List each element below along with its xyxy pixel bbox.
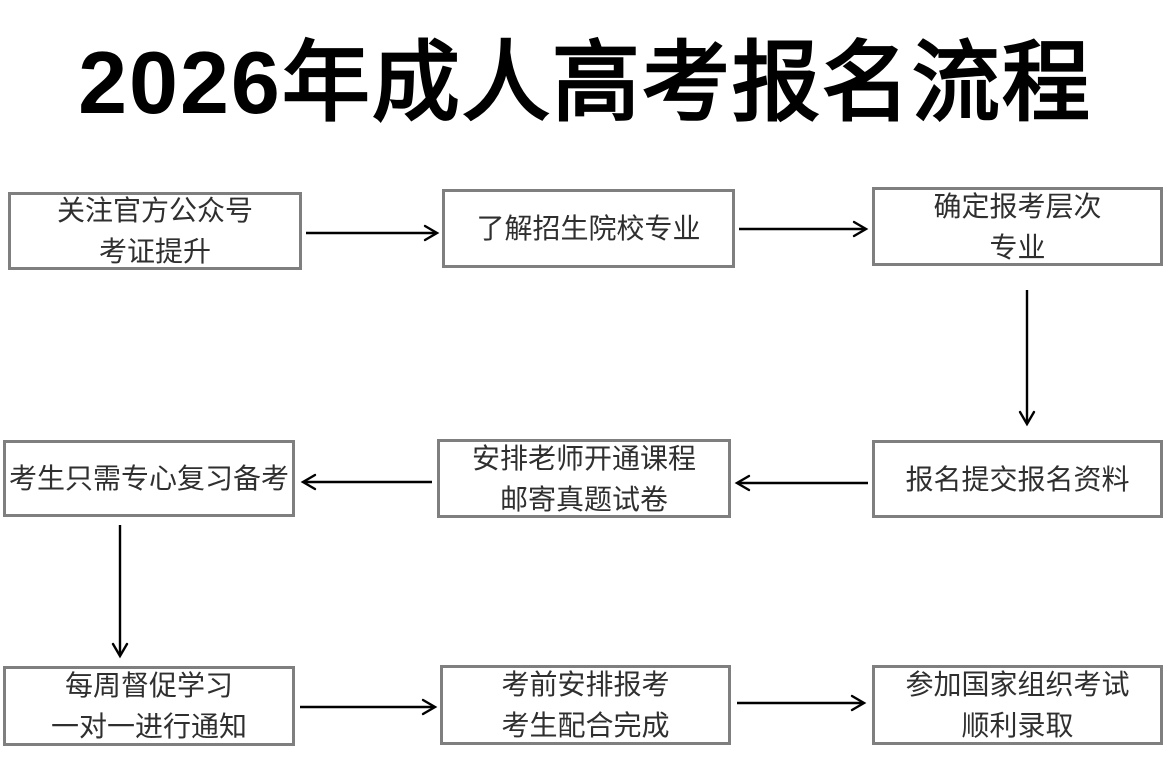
page-title: 2026年成人高考报名流程 [78, 33, 1092, 132]
flow-step-2-line1: 了解招生院校专业 [476, 213, 701, 244]
flow-step-7-line1: 每周督促学习 [64, 670, 233, 701]
flow-step-4-line1: 报名提交报名资料 [905, 463, 1130, 495]
flow-step-4: 报名提交报名资料 [872, 440, 1163, 518]
flow-step-1-line1: 关注官方公众号 [56, 195, 253, 226]
flow-step-8: 考前安排报考 考生配合完成 [440, 665, 731, 745]
flow-step-5-line2: 邮寄真题试卷 [499, 483, 668, 515]
flow-step-7-line2: 一对一进行通知 [50, 711, 247, 742]
flow-step-7: 每周督促学习 一对一进行通知 [3, 666, 295, 746]
flow-step-9-line1: 参加国家组织考试 [905, 669, 1130, 700]
flow-step-6-line1: 考生只需专心复习备考 [8, 463, 289, 494]
flow-step-8-line1: 考前安排报考 [501, 669, 670, 700]
flow-step-3-line1: 确定报考层次 [933, 190, 1102, 222]
flow-step-2: 了解招生院校专业 [442, 189, 735, 268]
flow-step-9: 参加国家组织考试 顺利录取 [872, 665, 1163, 745]
flow-step-5: 安排老师开通课程 邮寄真题试卷 [437, 439, 731, 518]
flow-step-3-line2: 专业 [989, 231, 1046, 263]
flow-step-9-line2: 顺利录取 [961, 710, 1074, 741]
flow-step-5-line1: 安排老师开通课程 [471, 442, 696, 474]
flow-step-3: 确定报考层次 专业 [872, 187, 1163, 266]
flow-step-1-line2: 考证提升 [98, 236, 211, 267]
flow-step-6: 考生只需专心复习备考 [3, 440, 295, 517]
flow-step-8-line2: 考生配合完成 [501, 710, 670, 741]
flow-step-1: 关注官方公众号 考证提升 [8, 192, 302, 270]
